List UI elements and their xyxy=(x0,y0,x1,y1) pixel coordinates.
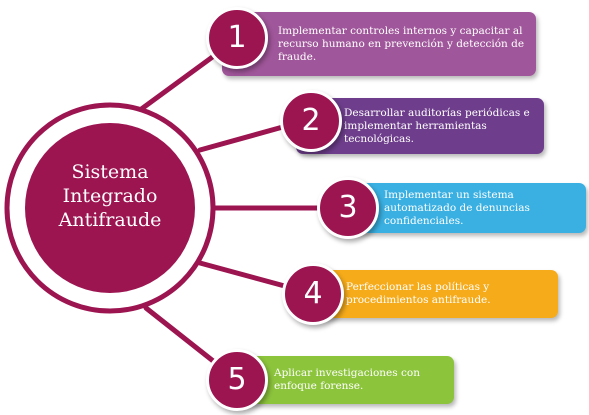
step-text-1: Implementar controles internos y capacit… xyxy=(278,24,525,63)
connector-5 xyxy=(143,305,225,371)
connector-4 xyxy=(197,260,295,291)
step-text-3: Implementar un sistema automatizado de d… xyxy=(384,188,530,227)
step-badge-2: 2 xyxy=(280,90,342,152)
step-badge-3: 3 xyxy=(317,177,379,239)
step-text-4: Perfeccionar las políticas y procedimien… xyxy=(346,281,491,306)
hub-inner-circle xyxy=(25,123,195,293)
step-badge-4: 4 xyxy=(282,263,344,325)
step-text-5: Aplicar investigaciones con enfoque fore… xyxy=(274,367,420,392)
hub-title: Sistema Integrado Antifraude xyxy=(30,160,190,232)
connector-2 xyxy=(197,122,293,153)
step-badge-1: 1 xyxy=(206,7,268,69)
hub-title-line-2: Integrado xyxy=(62,185,158,207)
step-badge-5: 5 xyxy=(206,349,268,411)
hub-title-line-1: Sistema xyxy=(71,161,149,183)
step-box-1: Implementar controles internos y capacit… xyxy=(222,12,536,76)
hub-title-line-3: Antifraude xyxy=(58,209,162,231)
connector-1 xyxy=(137,47,225,113)
step-text-2: Desarrollar auditorías periódicas e impl… xyxy=(344,106,530,145)
